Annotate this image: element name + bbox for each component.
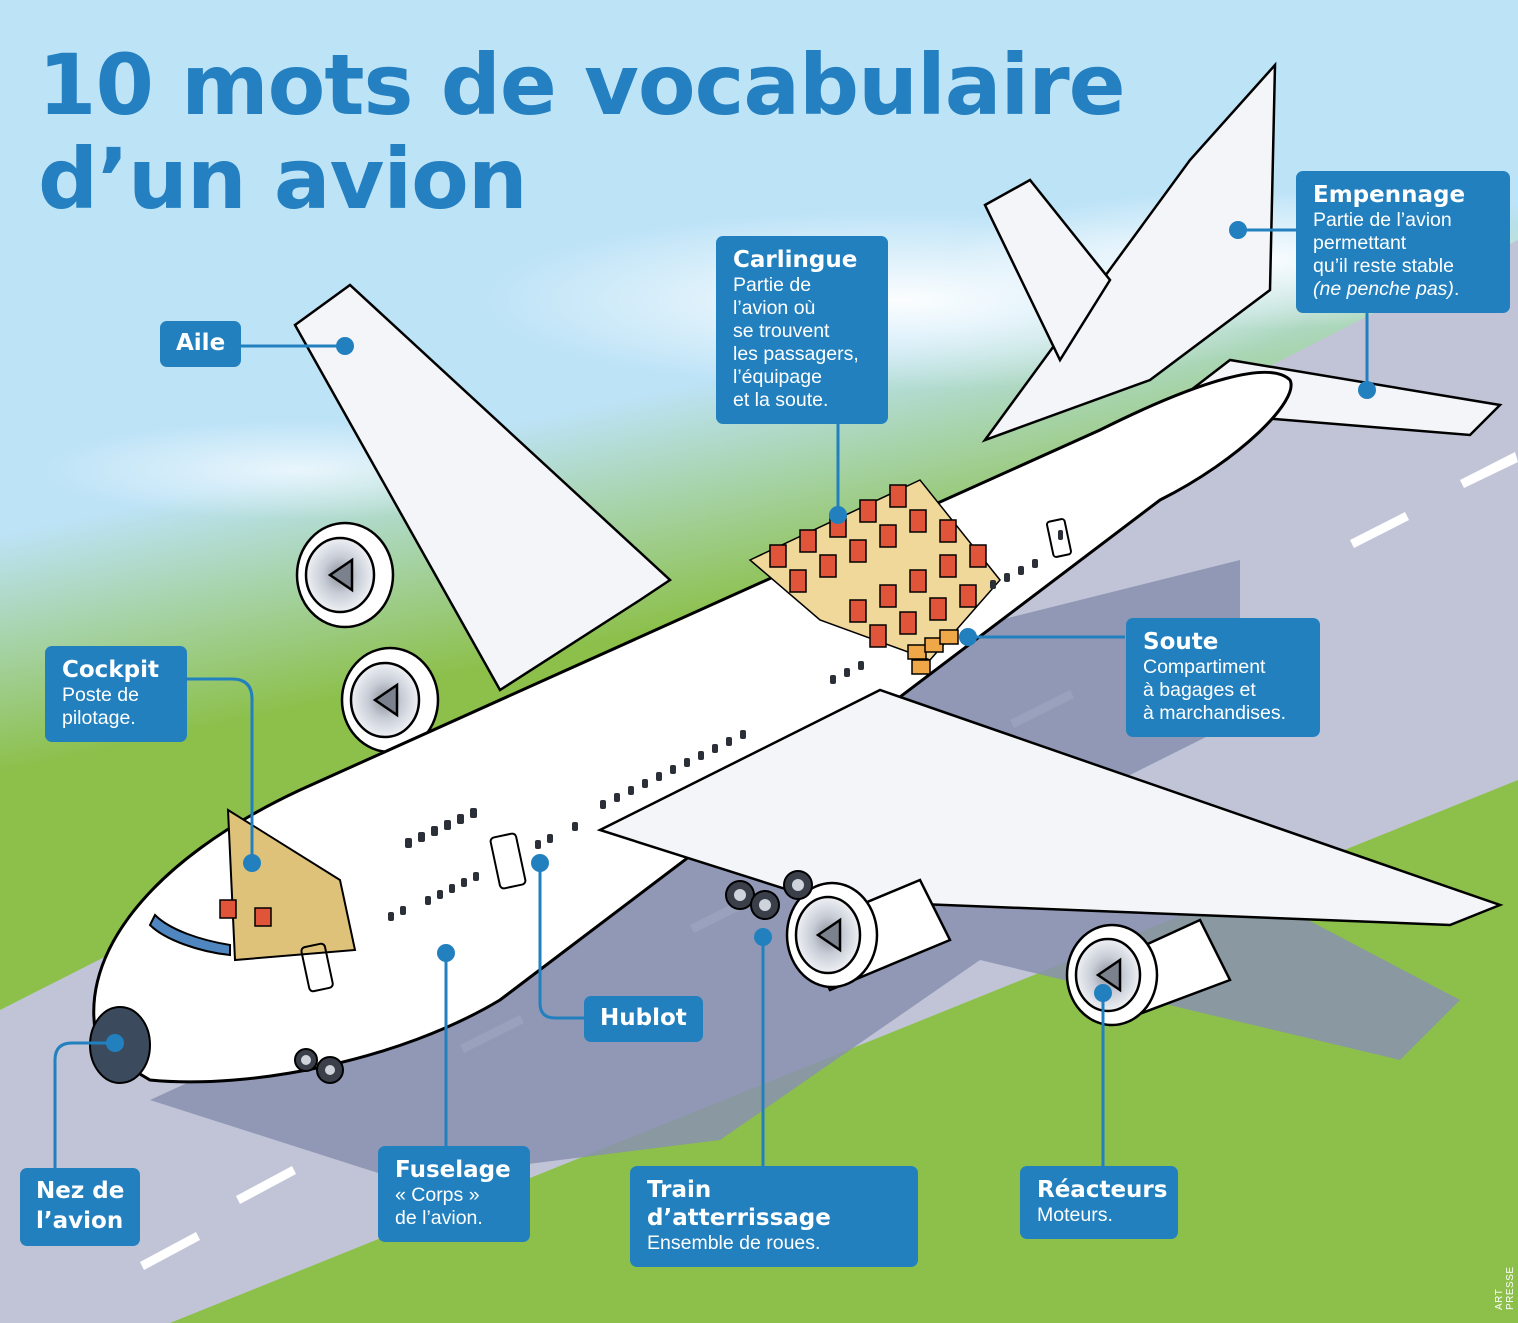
label-cockpit: Cockpit Poste de pilotage.	[47, 648, 185, 740]
label-term: Cockpit	[62, 657, 159, 683]
label-term: Soute	[1143, 629, 1219, 655]
label-term: Aile	[176, 330, 226, 356]
leader-dots	[106, 221, 1376, 1052]
label-description: Ensemble de roues.	[647, 1232, 821, 1254]
cargo-boxes	[907, 629, 959, 675]
label-term: Train d’atterrissage	[647, 1177, 831, 1231]
label-description-italic: (ne penche pas)	[1313, 278, 1454, 300]
label-description: Compartiment à bagages et à marchandises…	[1143, 656, 1287, 724]
label-description: Poste de pilotage.	[62, 684, 139, 729]
left-wing	[293, 283, 673, 692]
label-empennage: Empennage Partie de l’avion permettant q…	[1298, 173, 1508, 311]
passenger-seats	[748, 479, 1001, 661]
left-stabilizer	[983, 178, 1112, 363]
near-engines	[785, 878, 1232, 1027]
page-title: 10 mots de vocabulaire d’un avion	[38, 36, 1126, 228]
fuselage	[92, 370, 1293, 1084]
label-hublot: Hublot	[586, 998, 701, 1040]
label-description: Partie de l’avion où se trouvent les pas…	[733, 274, 859, 411]
label-term: Réacteurs	[1037, 1177, 1168, 1203]
landing-gear-hubs	[301, 879, 804, 1075]
fuselage-doors	[300, 518, 1072, 993]
label-term: Nez de l’avion	[36, 1178, 125, 1234]
label-reacteurs: Réacteurs Moteurs.	[1022, 1168, 1176, 1237]
label-fuselage: Fuselage « Corps » de l’avion.	[380, 1148, 528, 1240]
title-line-1: 10 mots de vocabulaire	[38, 36, 1126, 134]
pilot-seat	[219, 899, 237, 919]
copilot-seat	[254, 907, 272, 927]
label-description: Moteurs.	[1037, 1204, 1113, 1226]
label-description-main: Partie de l’avion permettant qu’il reste…	[1313, 209, 1454, 277]
label-description: Partie de l’avion permettant qu’il reste…	[1313, 209, 1493, 301]
label-description: « Corps » de l’avion.	[395, 1184, 483, 1229]
label-description-suffix: .	[1453, 278, 1460, 300]
title-line-2: d’un avion	[38, 130, 528, 228]
label-aile: Aile	[162, 323, 240, 365]
far-engines	[295, 521, 440, 754]
label-soute: Soute Compartiment à bagages et à marcha…	[1128, 620, 1318, 735]
leader-lines	[53, 228, 1369, 1170]
label-carlingue: Carlingue Partie de l’avion où se trouve…	[718, 238, 886, 422]
cockpit-windows	[148, 913, 231, 957]
fuselage-windows	[388, 530, 1063, 921]
label-term: Fuselage	[395, 1157, 511, 1183]
label-nez: Nez de l’avion	[22, 1170, 139, 1244]
right-wing	[596, 688, 1504, 927]
label-term: Hublot	[600, 1005, 687, 1031]
credit: ART PRESSE	[1494, 1266, 1516, 1310]
label-term: Carlingue	[733, 247, 858, 273]
label-train: Train d’atterrissage Ensemble de roues.	[632, 1168, 916, 1265]
label-term: Empennage	[1313, 182, 1466, 208]
